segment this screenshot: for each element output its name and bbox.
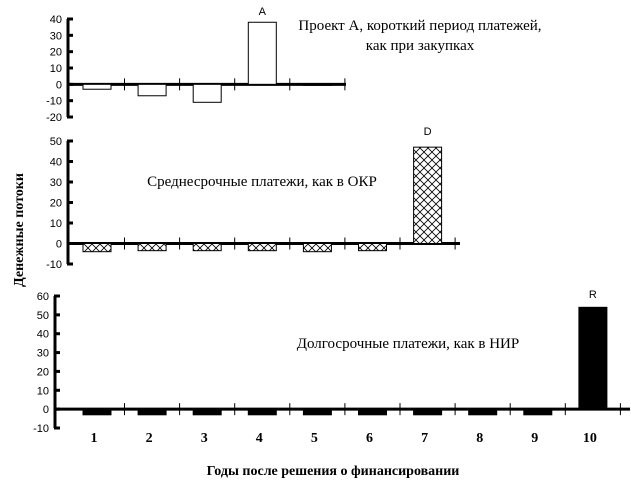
y-tick-label: 10 bbox=[50, 63, 62, 75]
y-tick-label: 40 bbox=[37, 329, 49, 341]
panel-annotation: как при закупках bbox=[366, 38, 475, 54]
y-tick-label: 0 bbox=[43, 404, 49, 416]
bar-A-year-3 bbox=[192, 83, 222, 103]
bar-A-year-1 bbox=[82, 83, 112, 90]
bar-R-year-6 bbox=[358, 408, 387, 416]
bar-R-year-2 bbox=[137, 408, 167, 416]
y-tick-label: 30 bbox=[50, 30, 62, 42]
x-tick-label: 10 bbox=[583, 431, 597, 446]
y-tick-label: 10 bbox=[50, 218, 62, 230]
bar-D-year-6 bbox=[358, 243, 387, 252]
bar-R-year-4 bbox=[247, 408, 277, 416]
x-tick-label: 5 bbox=[311, 431, 318, 446]
y-axis-label: Денежные потоки bbox=[12, 173, 27, 287]
bar-D-year-7 bbox=[413, 146, 443, 244]
bar-D-year-1 bbox=[82, 243, 112, 253]
y-tick-label: 0 bbox=[56, 79, 62, 91]
y-tick-label: 60 bbox=[37, 291, 49, 303]
y-tick-label: 0 bbox=[56, 239, 62, 251]
bar-A-year-2 bbox=[137, 83, 167, 97]
bar-R-year-5 bbox=[302, 408, 332, 416]
panel-annotation: Среднесрочные платежи, как в ОКР bbox=[147, 174, 377, 190]
bar-A-year-4 bbox=[247, 21, 277, 85]
bar-A-year-5 bbox=[302, 83, 332, 86]
bar-R-year-10 bbox=[578, 306, 608, 410]
bar-label: D bbox=[424, 126, 432, 138]
bar-R-year-7 bbox=[413, 408, 443, 416]
y-tick-label: -10 bbox=[46, 96, 62, 108]
bar-D-year-4 bbox=[247, 243, 277, 252]
y-tick-label: 40 bbox=[50, 14, 62, 26]
bar-label: R bbox=[589, 289, 597, 301]
y-tick-label: 10 bbox=[37, 385, 49, 397]
x-tick-label: 4 bbox=[256, 431, 263, 446]
bar-R-year-3 bbox=[192, 408, 222, 416]
y-tick-label: -20 bbox=[46, 112, 62, 124]
y-tick-label: 50 bbox=[50, 136, 62, 148]
y-tick-label: 20 bbox=[50, 47, 62, 59]
bar-R-year-1 bbox=[82, 408, 112, 416]
x-tick-label: 1 bbox=[91, 431, 98, 446]
panel-A: 40 30 20 10 0 -10 -20 A Проект А, короткий перио… bbox=[46, 6, 541, 124]
x-tick-label: 8 bbox=[476, 431, 483, 446]
panel-R: 60 50 40 30 20 10 0 -10 R Долгосрочные платежи, к… bbox=[33, 289, 630, 435]
x-axis-label: Годы после решения о финансировании bbox=[207, 464, 460, 479]
x-tick-label: 6 bbox=[366, 431, 373, 446]
bar-R-year-9 bbox=[523, 408, 553, 416]
x-tick-label: 3 bbox=[201, 431, 208, 446]
y-tick-label: -10 bbox=[46, 259, 62, 271]
bar-R-year-8 bbox=[468, 408, 498, 416]
x-tick-label: 2 bbox=[146, 431, 153, 446]
y-tick-label: -10 bbox=[33, 423, 49, 435]
panel-annotation: Проект А, короткий период платежей, bbox=[298, 18, 541, 34]
y-tick-label: 30 bbox=[37, 348, 49, 360]
bar-D-year-5 bbox=[302, 243, 332, 253]
y-tick-label: 40 bbox=[50, 157, 62, 169]
bar-D-year-2 bbox=[137, 243, 167, 252]
y-tick-label: 20 bbox=[50, 198, 62, 210]
y-tick-label: 30 bbox=[50, 177, 62, 189]
y-tick-label: 20 bbox=[37, 366, 49, 378]
x-tick-label: 9 bbox=[531, 431, 538, 446]
y-tick-label: 50 bbox=[37, 310, 49, 322]
x-tick-label: 7 bbox=[421, 431, 428, 446]
bar-label: A bbox=[259, 6, 267, 18]
panel-annotation: Долгосрочные платежи, как в НИР bbox=[297, 336, 519, 352]
panel-D: 50 40 30 20 10 0 -10 D Среднесрочные платежи, ка… bbox=[46, 126, 460, 271]
bar-D-year-3 bbox=[192, 243, 222, 252]
